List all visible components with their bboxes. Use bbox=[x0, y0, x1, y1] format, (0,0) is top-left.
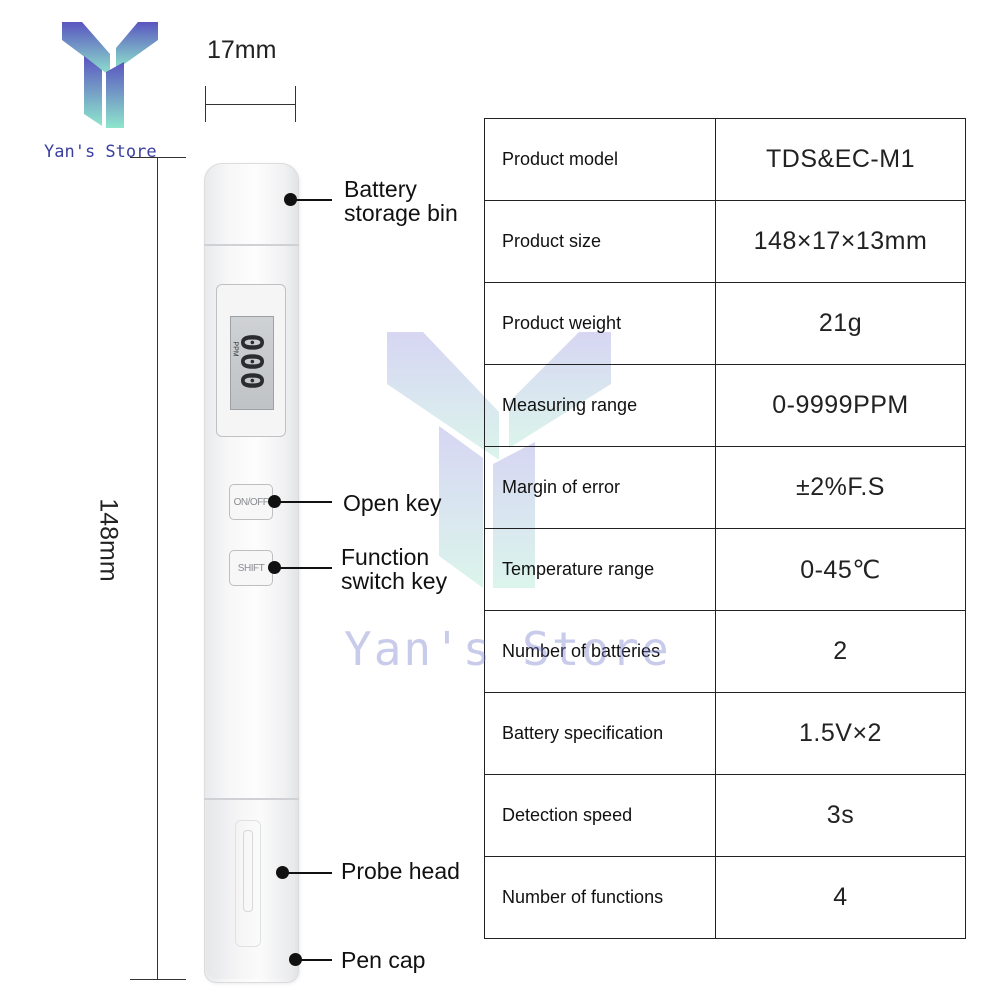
pen-cap-body bbox=[206, 800, 295, 979]
y-letter-logo-icon bbox=[62, 22, 158, 128]
callout-dot-function-key bbox=[268, 561, 281, 574]
cap-seam bbox=[204, 798, 299, 800]
spec-value: 3s bbox=[715, 774, 966, 857]
lcd-unit: PPM bbox=[231, 341, 239, 357]
table-row: Detection speed 3s bbox=[484, 774, 966, 857]
table-row: Product size 148×17×13mm bbox=[484, 200, 966, 283]
lcd-display bbox=[230, 316, 274, 410]
width-dimension-line bbox=[205, 104, 295, 105]
spec-name: Margin of error bbox=[484, 446, 716, 529]
spec-name: Battery specification bbox=[484, 692, 716, 775]
callout-line-open-key bbox=[280, 501, 332, 503]
table-row: Measuring range 0-9999PPM bbox=[484, 364, 966, 447]
length-dimension-label: 148mm bbox=[94, 498, 123, 582]
length-dimension-tick-bottom bbox=[130, 979, 186, 980]
length-dimension-line bbox=[157, 157, 158, 979]
table-row: Number of functions 4 bbox=[484, 856, 966, 939]
on-off-key: ON/OFF bbox=[229, 484, 273, 520]
spec-value: 1.5V×2 bbox=[715, 692, 966, 775]
spec-value: 2 bbox=[715, 610, 966, 693]
width-dimension-label: 17mm bbox=[207, 36, 277, 64]
callout-probe-head: Probe head bbox=[341, 858, 460, 884]
spec-name: Detection speed bbox=[484, 774, 716, 857]
spec-value: 4 bbox=[715, 856, 966, 939]
spec-value: ±2%F.S bbox=[715, 446, 966, 529]
shift-key: SHIFT bbox=[229, 550, 273, 586]
probe-window bbox=[235, 820, 261, 947]
callout-dot-probe-head bbox=[276, 866, 289, 879]
callout-dot-open-key bbox=[268, 495, 281, 508]
spec-name: Product model bbox=[484, 118, 716, 201]
callout-line-battery bbox=[296, 199, 332, 201]
width-dimension-tick-right bbox=[295, 86, 296, 122]
width-dimension-tick-left bbox=[205, 86, 206, 122]
spec-name: Number of batteries bbox=[484, 610, 716, 693]
probe-slot bbox=[243, 830, 253, 912]
spec-name: Measuring range bbox=[484, 364, 716, 447]
spec-value: 148×17×13mm bbox=[715, 200, 966, 283]
store-name-text: Yan's Store bbox=[44, 142, 157, 162]
spec-name: Product weight bbox=[484, 282, 716, 365]
callout-dot-pen-cap bbox=[289, 953, 302, 966]
callout-line-pen-cap bbox=[301, 959, 332, 961]
spec-value: 0-45℃ bbox=[715, 528, 966, 611]
spec-name: Number of functions bbox=[484, 856, 716, 939]
spec-name: Product size bbox=[484, 200, 716, 283]
callout-dot-battery bbox=[284, 193, 297, 206]
table-row: Battery specification 1.5V×2 bbox=[484, 692, 966, 775]
lcd-reading: 000 bbox=[233, 333, 269, 391]
table-row: Product weight 21g bbox=[484, 282, 966, 365]
battery-bin-seam bbox=[204, 244, 299, 246]
spec-table: Product model TDS&EC-M1 Product size 148… bbox=[484, 118, 966, 939]
callout-function-switch-key: Function switch key bbox=[341, 544, 448, 594]
spec-value: TDS&EC-M1 bbox=[715, 118, 966, 201]
callout-line-function-key bbox=[280, 567, 332, 569]
callout-line-probe-head bbox=[288, 872, 332, 874]
spec-name: Temperature range bbox=[484, 528, 716, 611]
spec-value: 21g bbox=[715, 282, 966, 365]
callout-pen-cap: Pen cap bbox=[341, 947, 426, 973]
length-dimension-tick-top bbox=[130, 157, 186, 158]
table-row: Number of batteries 2 bbox=[484, 610, 966, 693]
callout-battery-storage-bin: Battery storage bin bbox=[344, 176, 458, 226]
spec-value: 0-9999PPM bbox=[715, 364, 966, 447]
table-row: Margin of error ±2%F.S bbox=[484, 446, 966, 529]
callout-open-key: Open key bbox=[343, 490, 442, 516]
table-row: Product model TDS&EC-M1 bbox=[484, 118, 966, 201]
table-row: Temperature range 0-45℃ bbox=[484, 528, 966, 611]
